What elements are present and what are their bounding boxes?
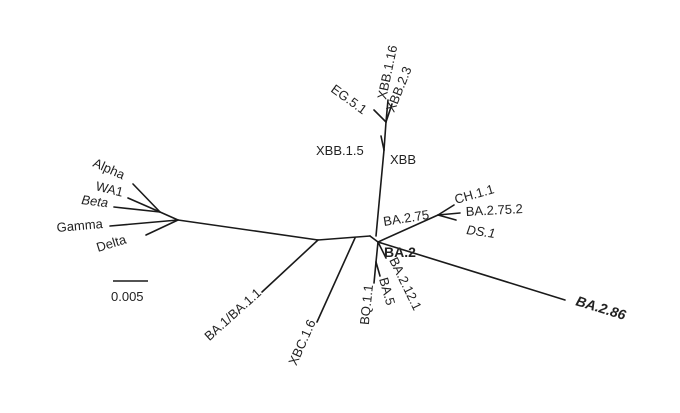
branch-delta	[145, 219, 179, 236]
leaf-label-eg51: EG.5.1	[328, 81, 370, 117]
branch-xbb	[375, 149, 385, 237]
branch-ba2752	[437, 212, 461, 216]
leaf-label-beta: Beta	[81, 192, 109, 210]
leaf-label-wa1: WA1	[94, 178, 125, 199]
branch-ba1	[261, 239, 319, 293]
tree-labels: Alpha WA1 Beta Gamma Delta BA.1/BA.1.1 X…	[56, 44, 628, 368]
leaf-label-ba1: BA.1/BA.1.1	[201, 285, 264, 344]
branch-xbb23	[385, 103, 393, 123]
branch-xbc16	[316, 237, 356, 323]
branch-ba275	[377, 214, 439, 243]
branch-beta	[113, 206, 161, 213]
branch-ds1	[437, 214, 457, 221]
leaf-label-alpha: Alpha	[91, 155, 128, 183]
branch-ba5-node	[375, 241, 379, 263]
tree-branches	[109, 99, 566, 323]
leaf-label-ds1: DS.1	[466, 222, 497, 241]
leaf-label-bq11: BQ.1.1	[357, 284, 376, 326]
branch-ba286	[377, 241, 566, 301]
leaf-label-ba286: BA.2.86	[574, 293, 628, 323]
leaf-label-ba275: BA.2.75	[382, 207, 430, 229]
branch-ba2-node	[369, 235, 379, 243]
leaf-label-ba2752: BA.2.75.2	[465, 201, 523, 219]
leaf-label-ba2: BA.2	[384, 244, 416, 260]
branch-eg51	[373, 109, 387, 123]
branch-bq11	[373, 261, 377, 284]
branch-ba2121	[377, 241, 387, 259]
branch-alpha	[132, 183, 161, 213]
branch-early-cluster-node	[159, 211, 179, 221]
branch-backbone-right	[317, 235, 371, 241]
leaf-label-xbb: XBB	[390, 152, 416, 167]
scale-bar-label: 0.005	[111, 289, 144, 304]
leaf-label-xbb15: XBB.1.5	[316, 143, 364, 158]
branch-xbb-node2	[383, 121, 387, 151]
leaf-label-gamma: Gamma	[56, 216, 104, 235]
leaf-label-ba5: BA.5	[376, 276, 398, 307]
branch-wa1	[127, 197, 161, 213]
branch-backbone-left	[177, 219, 319, 241]
leaf-label-xbc16: XBC.1.6	[285, 317, 318, 367]
branch-ch11	[437, 204, 455, 216]
branch-xbb116	[385, 99, 389, 123]
branch-ba5	[375, 261, 381, 277]
branch-gamma	[109, 219, 179, 227]
leaf-label-delta: Delta	[94, 231, 128, 254]
